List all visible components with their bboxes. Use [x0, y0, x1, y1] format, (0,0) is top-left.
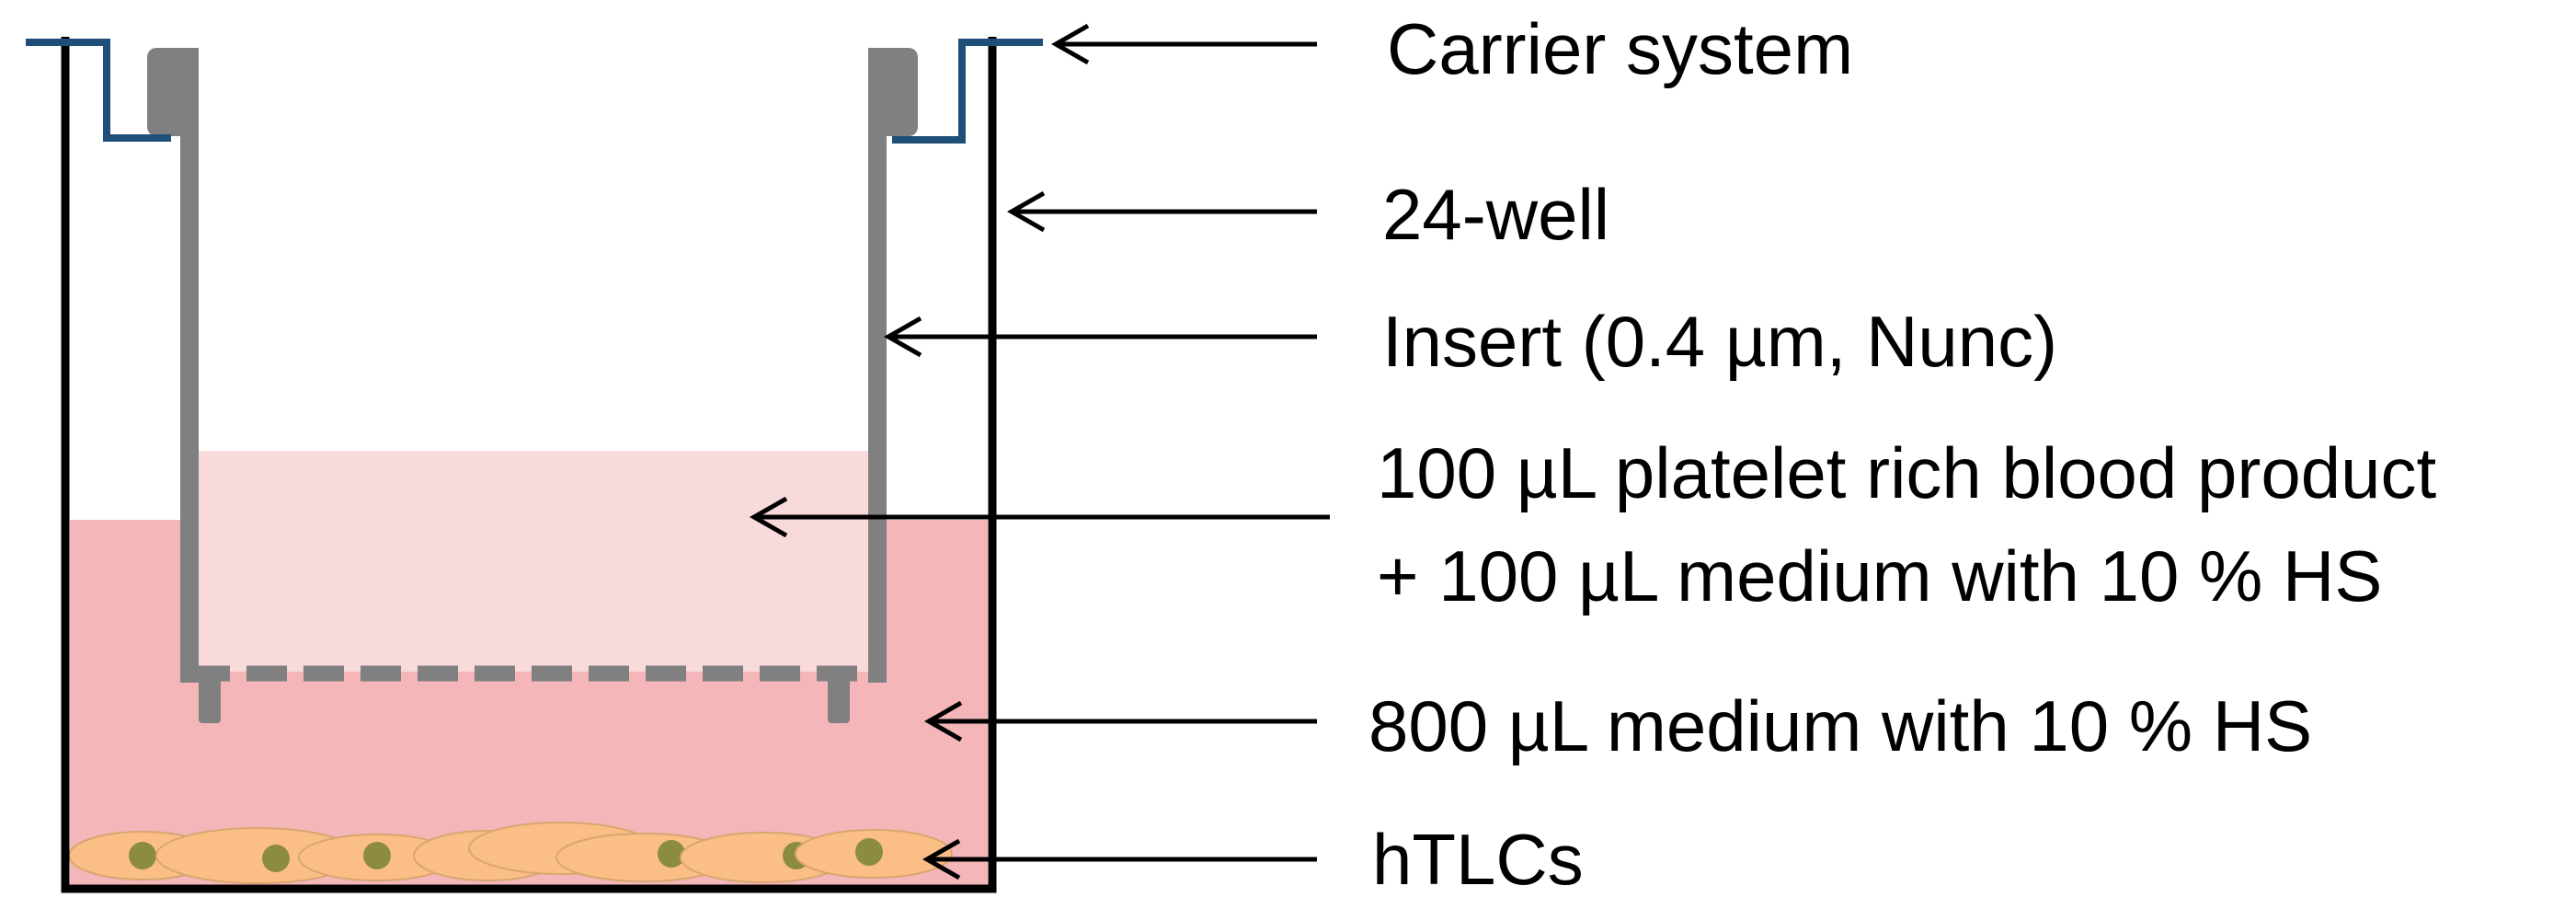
insert-left-wall — [180, 48, 199, 683]
carrier-left — [26, 39, 171, 142]
arrow-well — [1006, 190, 1317, 233]
htlc-cell — [795, 829, 953, 879]
arrows — [749, 23, 1330, 880]
arrow-insert-medium — [749, 496, 1330, 538]
label-24-well: 24-well — [1382, 174, 1610, 255]
label-insert-medium-line2: + 100 µL medium with 10 % HS — [1377, 535, 2383, 616]
arrow-cells — [922, 838, 1317, 880]
htlc-cell-layer — [68, 822, 953, 884]
insert-right-wall — [868, 48, 887, 683]
insert-left-foot — [199, 668, 221, 723]
label-insert-medium-line1: 100 µL platelet rich blood product — [1377, 432, 2437, 513]
arrow-carrier — [1050, 23, 1317, 65]
insert-medium — [195, 451, 870, 672]
label-htlcs: hTLCs — [1372, 819, 1584, 900]
carrier-right — [892, 39, 1043, 144]
insert-right-foot — [828, 668, 850, 723]
label-insert: Insert (0.4 µm, Nunc) — [1382, 301, 2058, 382]
well-outline — [61, 37, 997, 893]
label-carrier-system: Carrier system — [1387, 8, 1854, 89]
label-well-medium: 800 µL medium with 10 % HS — [1368, 685, 2313, 766]
arrow-insert — [883, 316, 1317, 358]
insert — [147, 48, 918, 723]
htlc-cell — [555, 833, 732, 882]
arrow-well-medium — [923, 700, 1317, 742]
